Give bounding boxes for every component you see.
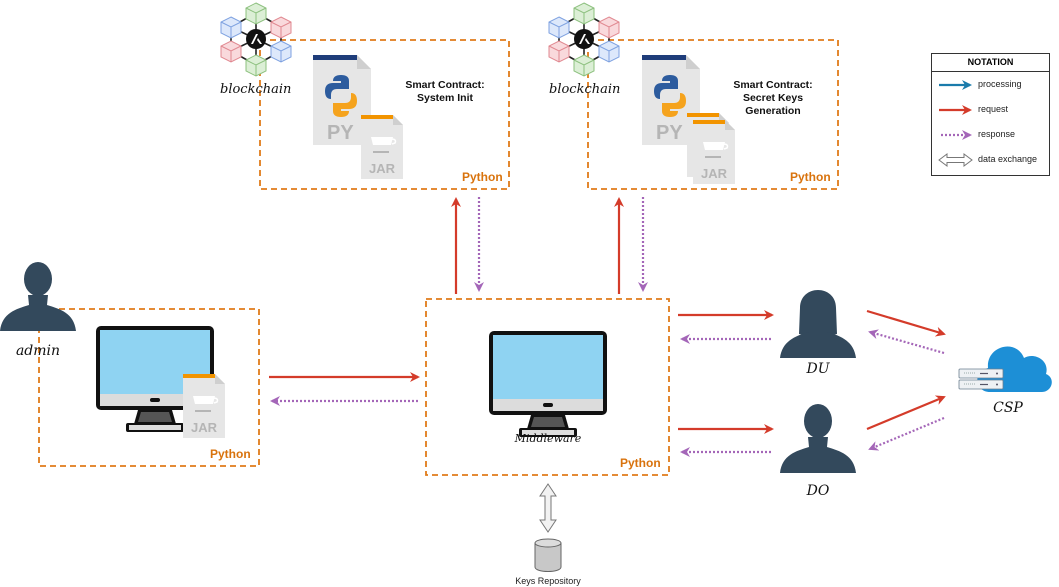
title-line: Generation <box>745 105 801 117</box>
jar-file-icon <box>360 114 404 180</box>
admin-person-icon <box>0 262 76 331</box>
middleware-monitor-icon <box>489 331 607 437</box>
legend-label: request <box>978 104 1009 114</box>
do-person-icon <box>780 404 856 473</box>
legend-item-response: response <box>932 126 1051 146</box>
jar-file-icon <box>182 373 226 439</box>
jar-file-icon <box>692 119 736 185</box>
smart-contract-keys-title: Smart Contract: Secret Keys Generation <box>728 79 818 118</box>
legend-item-data-exchange: data exchange <box>932 151 1051 171</box>
legend-title: NOTATION <box>932 54 1049 72</box>
smart-contract-init-title: Smart Contract: System Init <box>400 79 490 105</box>
data-exchange-arrow <box>539 483 557 533</box>
python-runtime-label: Python <box>210 447 251 461</box>
blockchain-icon <box>221 3 291 76</box>
title-line: Secret Keys <box>742 92 804 104</box>
keys-repository-label: Keys Repository <box>515 576 581 586</box>
middleware-box <box>425 298 670 476</box>
legend-label: response <box>978 129 1016 139</box>
request-arrow <box>866 309 946 337</box>
admin-box <box>38 308 260 467</box>
request-arrow <box>866 395 946 431</box>
admin-label: admin <box>15 343 61 359</box>
blockchain-label: blockchain <box>220 82 292 97</box>
response-arrow-icon <box>941 130 972 140</box>
title-line: Smart Contract: <box>405 79 485 91</box>
du-person-icon <box>780 290 856 358</box>
smart-contract-init-box <box>259 39 510 190</box>
csp-label: CSP <box>993 400 1023 416</box>
legend-item-request: request <box>932 101 1051 121</box>
title-line: System Init <box>416 92 474 104</box>
response-arrow <box>868 329 945 355</box>
python-runtime-label: Python <box>462 170 503 184</box>
request-arrow-icon <box>939 105 972 115</box>
legend-label: processing <box>978 79 1022 89</box>
blockchain-label: blockchain <box>549 82 621 97</box>
csp-cloud-icon <box>958 346 1052 392</box>
notation-legend: NOTATION processing request response dat… <box>931 53 1050 176</box>
python-runtime-label: Python <box>620 456 661 470</box>
smart-contract-keys-box <box>587 39 839 190</box>
legend-label: data exchange <box>978 154 1038 164</box>
legend-item-processing: processing <box>932 76 1051 96</box>
middleware-label: Middleware <box>514 432 582 445</box>
response-arrow <box>868 416 945 451</box>
do-label: DO <box>806 483 830 499</box>
double-arrow-icon <box>938 153 973 167</box>
processing-arrow-icon <box>939 80 972 90</box>
python-runtime-label: Python <box>790 170 831 184</box>
blockchain-icon <box>549 3 619 76</box>
title-line: Smart Contract: <box>733 79 813 91</box>
database-icon <box>534 538 562 572</box>
du-label: DU <box>806 361 830 377</box>
